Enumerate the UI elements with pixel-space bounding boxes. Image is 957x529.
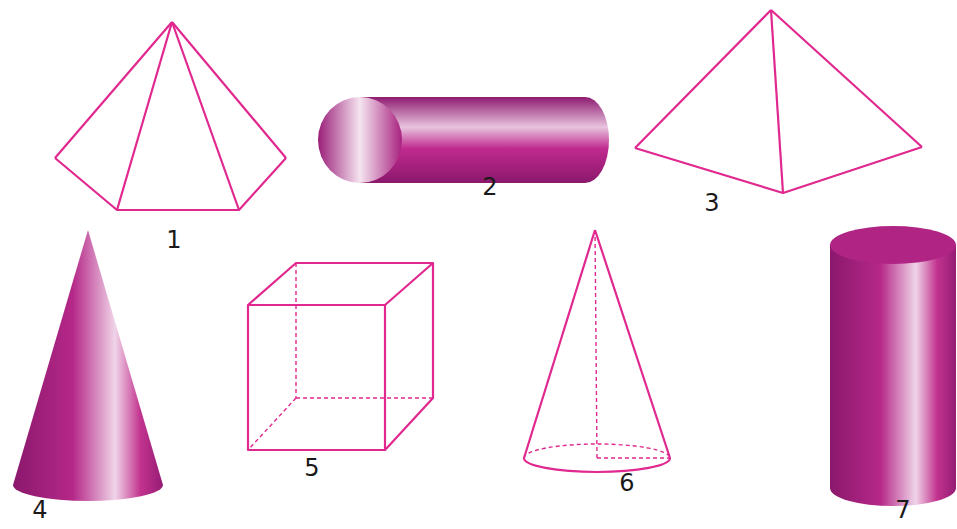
horizontal-cylinder [318, 97, 609, 183]
square-pyramid [635, 10, 922, 193]
pentagonal-pyramid [55, 22, 286, 210]
callout-number: 5 [304, 456, 319, 480]
callout-number: 1 [166, 228, 181, 252]
callout-number: 2 [482, 175, 497, 199]
cube [248, 263, 433, 450]
cone-outline [524, 230, 670, 472]
callout-number: 6 [619, 471, 634, 495]
callout-number: 3 [704, 191, 719, 215]
solid-cone [13, 230, 163, 501]
callout-number: 4 [32, 498, 47, 522]
vertical-cylinder [830, 226, 956, 506]
callout-number: 7 [895, 498, 910, 522]
